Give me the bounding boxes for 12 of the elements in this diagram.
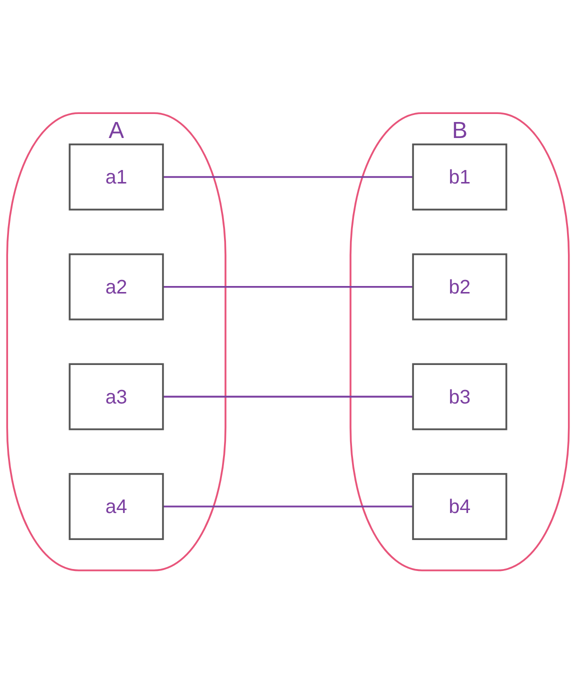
node-box: b3	[412, 362, 508, 430]
connector	[162, 505, 414, 508]
node-box: a1	[68, 143, 164, 210]
node-box: b4	[412, 472, 508, 540]
node-box: a3	[68, 362, 164, 430]
node-box: a2	[68, 253, 164, 320]
node-box: b1	[412, 143, 508, 210]
node-box: b2	[412, 253, 508, 320]
node-box: a4	[68, 472, 164, 540]
connector	[162, 176, 414, 178]
connector	[162, 286, 414, 288]
connector	[162, 396, 414, 398]
